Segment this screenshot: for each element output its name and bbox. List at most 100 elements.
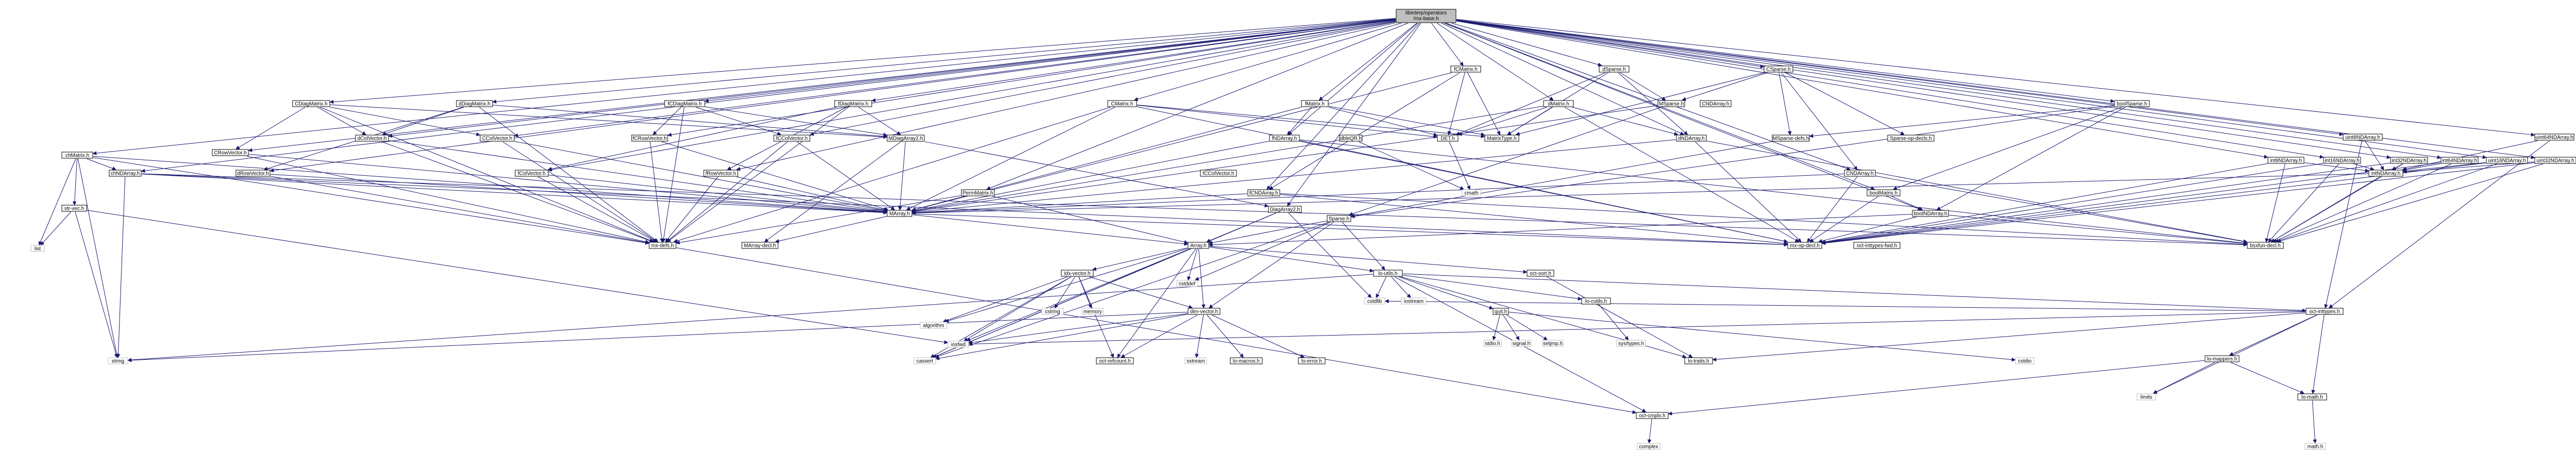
node-box-stdio[interactable] [1483, 340, 1502, 347]
node-CSparse[interactable]: CSparse.h [1764, 65, 1793, 73]
node-box-fCColVector[interactable] [773, 135, 810, 142]
node-fNDArray[interactable]: fNDArray.h [1269, 135, 1300, 142]
node-box-fRowVector[interactable] [703, 170, 738, 177]
node-uint64NDArray[interactable]: uint64NDArray.h [2534, 134, 2574, 141]
node-box-int8NDArray[interactable] [2267, 157, 2304, 164]
node-fCColVector2[interactable]: fCColVector.h [1200, 170, 1237, 177]
node-box-MSparse[interactable] [1657, 100, 1685, 107]
node-box-limits[interactable] [2137, 393, 2156, 401]
node-fCDiagMatrix[interactable]: fCDiagMatrix.h [664, 100, 705, 107]
node-box-lomacros[interactable] [1230, 357, 1263, 364]
node-Sparse[interactable]: Sparse.h [1327, 215, 1351, 222]
node-int64NDArray[interactable]: int64NDArray.h [2441, 157, 2479, 164]
node-box-complex[interactable] [1637, 443, 1660, 450]
node-cmath[interactable]: cmath [1462, 189, 1481, 196]
node-oclsort[interactable]: oct-sort.h [1527, 270, 1554, 277]
node-cassert[interactable]: cassert [913, 357, 936, 364]
node-dbleQR[interactable]: dbleQR.h [1339, 135, 1363, 142]
node-boolMatrix[interactable]: boolMatrix.h [1867, 189, 1901, 196]
node-dRowVector[interactable]: dRowVector.h [235, 170, 270, 177]
node-box-dColVector[interactable] [355, 135, 389, 142]
node-box-dMatrix[interactable] [1543, 100, 1574, 107]
node-box-CRowVector[interactable] [212, 149, 249, 156]
node-fMatrix[interactable]: fMatrix.h [1301, 100, 1329, 107]
node-oct_inttypes_fwd[interactable]: oct-inttypes-fwd.h [1853, 242, 1901, 249]
node-dimvector[interactable]: dim-vector.h [1188, 308, 1221, 315]
node-list[interactable]: list [30, 245, 45, 252]
node-dNDArray[interactable]: dNDArray.h [1676, 135, 1707, 142]
node-box-cmathh[interactable] [2304, 443, 2326, 450]
node-bsxfun[interactable]: bsxfun-decl.h [2247, 242, 2284, 249]
node-box-fCDiagMatrix[interactable] [664, 100, 705, 107]
node-box-cstring[interactable] [1041, 308, 1064, 315]
node-box-int64NDArray[interactable] [2441, 157, 2479, 164]
node-box-fMatrix[interactable] [1301, 100, 1329, 107]
node-PermMatrix[interactable]: PermMatrix.h [961, 189, 995, 196]
node-uint32NDArray[interactable]: uint32NDArray.h [2534, 157, 2576, 164]
node-box-octcmplx[interactable] [1636, 412, 1669, 419]
node-string[interactable]: string [108, 357, 128, 364]
node-CMatrix[interactable]: CMatrix.h [1107, 100, 1137, 107]
node-box-cstdlib[interactable] [1364, 297, 1385, 305]
node-fDiagMatrix[interactable]: fDiagMatrix.h [834, 100, 872, 107]
node-box-uint32NDArray[interactable] [2534, 157, 2576, 164]
node-int16NDArray[interactable]: int16NDArray.h [2323, 157, 2361, 164]
node-octcmplx[interactable]: oct-cmplx.h [1636, 412, 1669, 419]
node-box-chNDArray[interactable] [109, 170, 142, 177]
node-box-chMatrix[interactable] [61, 152, 93, 159]
node-box-list[interactable] [30, 245, 45, 252]
node-MArrayDecl[interactable]: MArray-decl.h [741, 242, 778, 249]
node-box-dDiagMatrix[interactable] [456, 100, 493, 107]
node-boolSparse[interactable]: boolSparse.h [2114, 100, 2150, 107]
node-int32NDArray[interactable]: int32NDArray.h [2390, 157, 2428, 164]
node-box-locutils[interactable] [1581, 297, 1611, 305]
node-MSparse[interactable]: MSparse.h [1657, 100, 1685, 107]
node-box-CNDArray[interactable] [1844, 170, 1876, 177]
node-chMatrix[interactable]: chMatrix.h [61, 152, 93, 159]
node-box-fCMatrix[interactable] [1450, 65, 1481, 73]
node-str_vec[interactable]: str-vec.h [61, 205, 87, 212]
node-box-MatrixType[interactable] [1484, 135, 1519, 142]
node-lomappers[interactable]: lo-mappers.h [2205, 355, 2240, 362]
node-signal[interactable]: signal.h [1511, 340, 1532, 347]
node-box-cstdio[interactable] [2015, 357, 2035, 364]
node-box-uint8NDArray[interactable] [2343, 134, 2383, 141]
node-quit[interactable]: quit.h [1493, 308, 1509, 315]
node-memory[interactable]: memory [1081, 308, 1104, 315]
node-intNDArray[interactable]: intNDArray.h [2368, 170, 2403, 177]
node-root[interactable]: libinterp/operators/mx-base.h [1396, 9, 1456, 23]
node-int8NDArray[interactable]: int8NDArray.h [2267, 157, 2304, 164]
node-box-boolNDArray[interactable] [1912, 210, 1949, 217]
node-box-algorithm[interactable] [920, 322, 947, 329]
node-box-int16NDArray[interactable] [2323, 157, 2361, 164]
node-fCRowVector[interactable]: fCRowVector.h [631, 135, 668, 142]
node-box-cassert[interactable] [913, 357, 936, 364]
node-MDiagArray2[interactable]: MDiagArray2.h [887, 135, 925, 142]
node-box-cmath[interactable] [1462, 189, 1481, 196]
node-box-signal[interactable] [1511, 340, 1532, 347]
node-lostdutils[interactable]: lo-utils.h [1373, 270, 1403, 277]
node-CMatrix2[interactable]: CNDArray.h [1700, 100, 1732, 107]
node-box-int32NDArray[interactable] [2390, 157, 2428, 164]
node-cstring[interactable]: cstring [1041, 308, 1064, 315]
node-sstream[interactable]: sstream [1184, 357, 1207, 364]
node-box-MArray[interactable] [887, 210, 912, 217]
node-setjmp[interactable]: setjmp.h [1542, 340, 1564, 347]
node-dMatrix[interactable]: dMatrix.h [1543, 100, 1574, 107]
node-box-fColVector[interactable] [515, 170, 549, 177]
node-box-DET[interactable] [1437, 135, 1459, 142]
node-box-lomath[interactable] [2297, 393, 2327, 401]
node-lomath[interactable]: lo-math.h [2297, 393, 2327, 401]
node-chNDArray[interactable]: chNDArray.h [109, 170, 142, 177]
node-box-CMatrix[interactable] [1107, 100, 1137, 107]
node-box-dbleQR[interactable] [1339, 135, 1363, 142]
node-boolNDArray[interactable]: boolNDArray.h [1912, 210, 1949, 217]
node-box-cstddef[interactable] [1176, 280, 1198, 287]
node-idxvector[interactable]: idx-vector.h [1061, 270, 1094, 277]
node-box-oct_inttypes_fwd[interactable] [1853, 242, 1901, 249]
node-box-dimvector[interactable] [1188, 308, 1221, 315]
node-CNDArray[interactable]: CNDArray.h [1844, 170, 1876, 177]
node-box-uint64NDArray[interactable] [2534, 134, 2574, 141]
node-iostream[interactable]: iostream [1401, 297, 1427, 305]
node-box-lotraits[interactable] [1684, 357, 1713, 364]
